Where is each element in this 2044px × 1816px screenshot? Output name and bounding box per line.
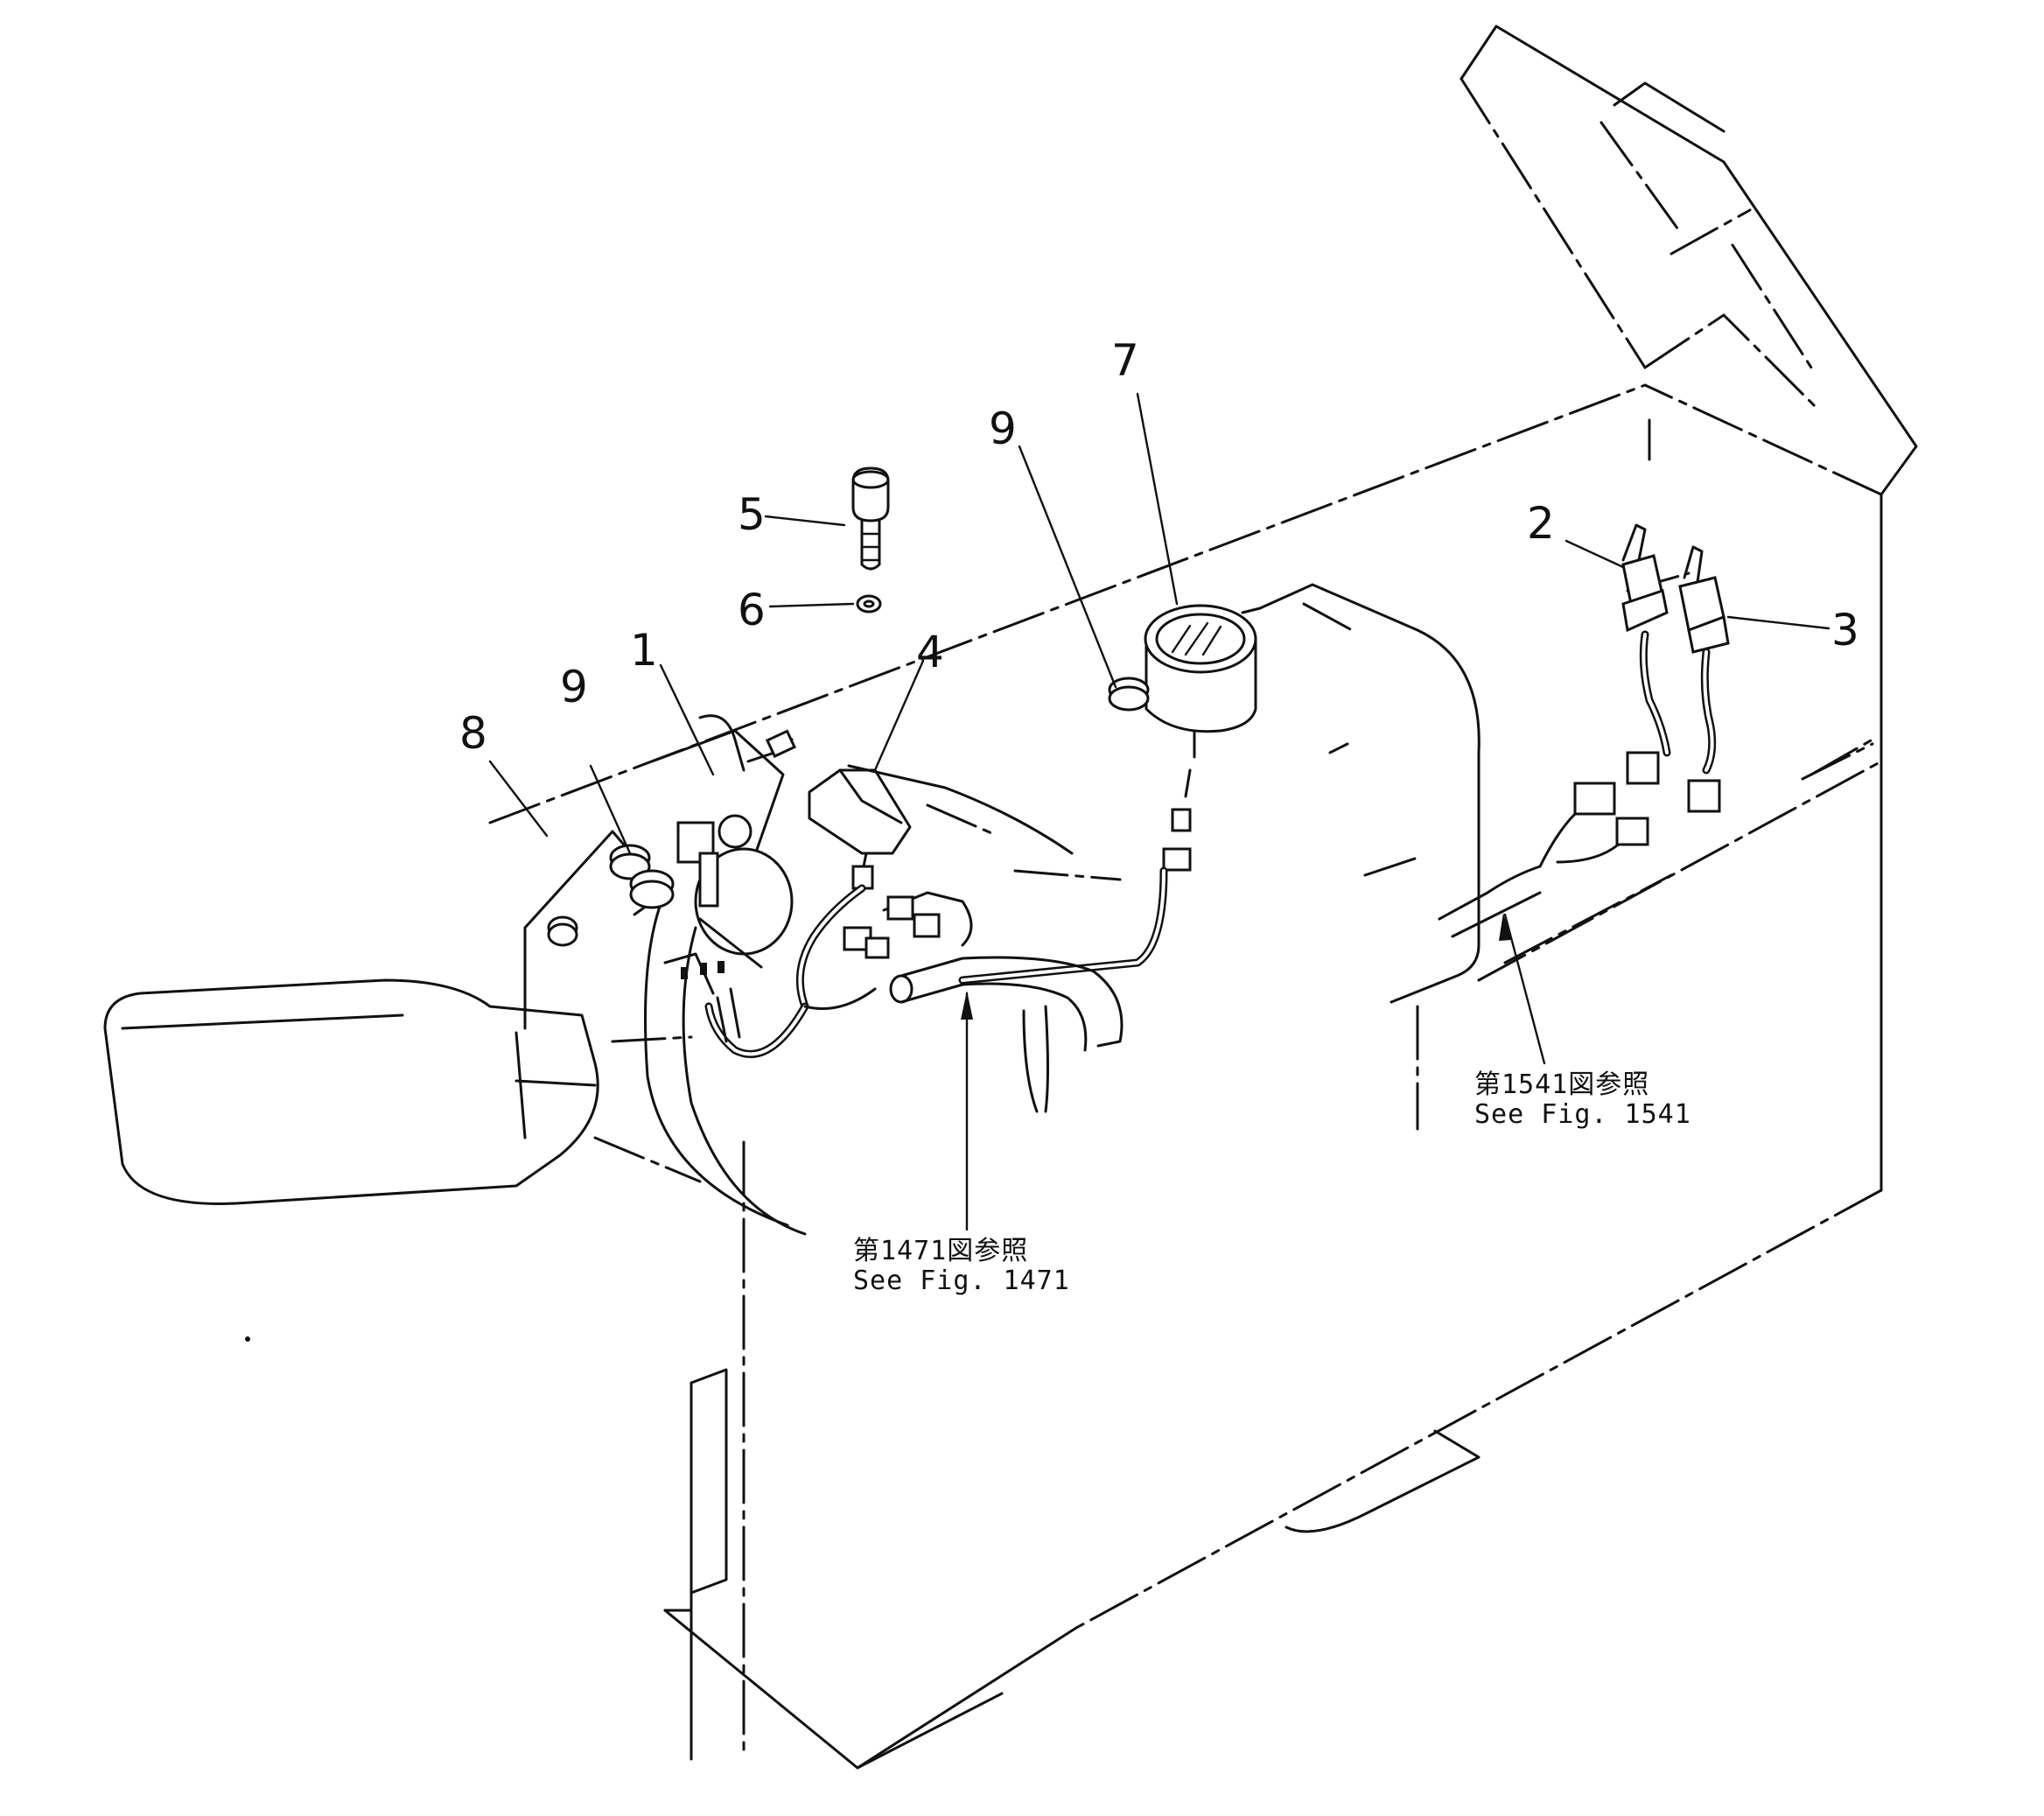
left-harness [663,866,1168,1058]
toggle-switches [1621,523,1730,813]
callout-7: 7 [1111,335,1139,386]
reference-fig-1541: 第1541図参照 See Fig. 1541 [1474,1070,1691,1129]
reference-fig-1541-en: See Fig. 1541 [1474,1098,1691,1130]
callout-1: 1 [630,625,658,676]
hinged-lid [1460,25,1918,496]
switch-housing [808,768,912,890]
callout-4: 4 [916,627,944,677]
reference-fig-1471-jp: 第1471図参照 [853,1236,1029,1266]
hose [889,956,1124,1113]
armrest [103,978,599,1205]
reference-fig-1541-jp: 第1541図参照 [1474,1069,1650,1100]
callout-6: 6 [738,585,766,635]
key-switch [650,729,797,969]
callout-9-right: 9 [989,403,1017,454]
washer [856,594,882,614]
reference-fig-1471-en: See Fig. 1471 [853,1265,1070,1296]
leader-lines [488,392,1830,1231]
gauge [1144,604,1257,872]
callout-2: 2 [1527,498,1555,549]
inner-panel [1241,583,1480,1004]
pilot-lamp-right [1108,677,1150,712]
reference-fig-1471: 第1471図参照 See Fig. 1471 [853,1237,1070,1295]
knob [547,915,578,947]
speck-mark [245,1336,250,1342]
callout-5: 5 [738,489,766,540]
pilot-lamps-left [609,844,675,909]
callout-3: 3 [1831,605,1859,656]
right-harness [1438,782,1649,938]
callout-8: 8 [459,708,487,759]
callout-9-left: 9 [560,662,588,712]
bolt [851,466,890,571]
